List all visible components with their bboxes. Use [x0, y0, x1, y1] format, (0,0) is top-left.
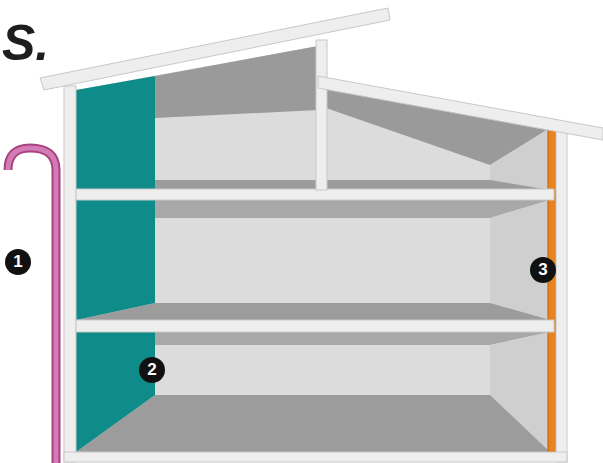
right-roof: [318, 76, 603, 140]
floor: [76, 303, 550, 320]
ceiling: [155, 332, 550, 345]
callout-number: 3: [530, 257, 556, 283]
partition-wall: [316, 40, 327, 190]
floor-slab: [76, 320, 554, 332]
floor-slab: [76, 189, 554, 200]
left-wall: [64, 86, 76, 462]
ceiling: [155, 200, 550, 218]
callout-number: 1: [5, 249, 31, 275]
left-roof: [40, 8, 390, 90]
foundation: [64, 452, 567, 462]
floor: [76, 395, 550, 452]
lower-room: [76, 332, 550, 452]
right-wall: [556, 128, 567, 462]
wall-insulation: [76, 200, 155, 320]
wall-membrane: [548, 128, 556, 452]
middle-room: [76, 200, 550, 320]
wall-insulation: [76, 332, 155, 452]
callout-number: 2: [139, 357, 165, 383]
heading-text: S.: [2, 18, 49, 68]
side-wall: [490, 128, 550, 190]
downspout-highlight: [8, 148, 56, 463]
downspout: [8, 148, 56, 463]
wall-insulation: [76, 76, 155, 190]
